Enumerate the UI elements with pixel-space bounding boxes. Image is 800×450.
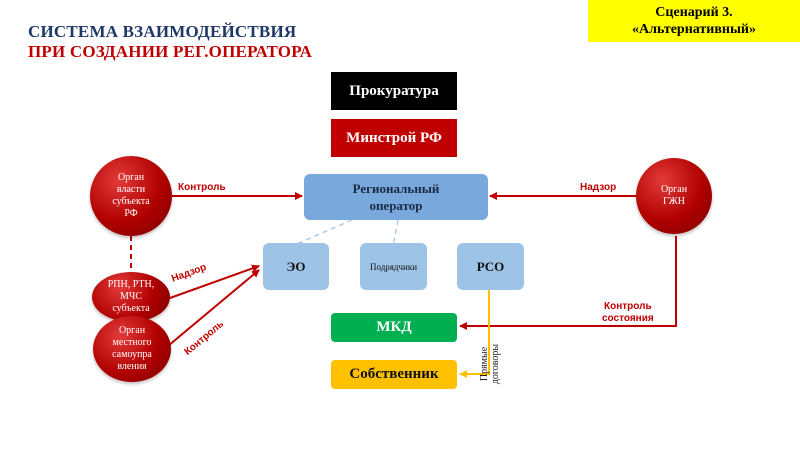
organ-gzhn-line1: Орган bbox=[660, 184, 688, 195]
organ-msu-line1: Орган bbox=[118, 325, 146, 336]
label-kontrol-sostoyaniya-line1: Контроль bbox=[604, 301, 652, 312]
organ-gzhn-line2: ГЖН bbox=[663, 196, 685, 207]
rso-box: РСО bbox=[457, 243, 524, 290]
organ-vlasti-circle: Орган власти субъекта РФ bbox=[90, 156, 172, 236]
eo-box: ЭО bbox=[263, 243, 329, 290]
organ-vlasti-line1: Орган bbox=[117, 172, 145, 183]
podryadchiki-box: Подрядчики bbox=[360, 243, 427, 290]
arrow-kontrol-to-eo bbox=[167, 269, 260, 347]
organ-gzhn-circle: Орган ГЖН bbox=[636, 158, 712, 234]
organ-msu-line4: вления bbox=[117, 361, 147, 372]
organ-vlasti-line4: РФ bbox=[124, 208, 138, 219]
arrow-kontrol-sostoyaniya bbox=[459, 236, 677, 330]
label-nadzor-top: Надзор bbox=[580, 182, 617, 193]
organ-vlasti-line3: субъекта bbox=[112, 196, 150, 207]
dashed-link-operator-podryadchiki bbox=[392, 219, 399, 247]
organ-vlasti-line2: власти bbox=[116, 184, 146, 195]
rpn-line3: субъекта bbox=[112, 303, 150, 314]
organ-msu-line3: самоупра bbox=[112, 349, 152, 360]
organ-msu-circle: Орган местного самоупра вления bbox=[93, 316, 171, 382]
dashed-link-operator-eo bbox=[291, 219, 353, 247]
scenario-badge: Сценарий 3. «Альтернативный» bbox=[588, 0, 800, 42]
organ-msu-line2: местного bbox=[112, 337, 152, 348]
label-kontrol-top: Контроль bbox=[178, 182, 226, 193]
prokuratura-box: Прокуратура bbox=[331, 72, 457, 110]
minstroy-box: Минстрой РФ bbox=[331, 119, 457, 157]
regional-operator-line2: оператор bbox=[369, 198, 423, 213]
label-pryamye-line2: договоры bbox=[490, 343, 502, 385]
arrow-pryamye-dogovory bbox=[459, 290, 490, 378]
label-pryamye-dogovory: Прямые договоры bbox=[479, 344, 501, 384]
label-kontrol-sostoyaniya: Контроль состояния bbox=[602, 301, 654, 325]
rpn-line1: РПН, РТН, bbox=[107, 279, 155, 290]
regional-operator-box: Региональный оператор bbox=[304, 174, 488, 220]
diagram-title-line2: ПРИ СОЗДАНИИ РЕГ.ОПЕРАТОРА bbox=[28, 42, 313, 61]
scenario-line2: «Альтернативный» bbox=[632, 22, 756, 37]
label-kontrol-sostoyaniya-line2: состояния bbox=[602, 313, 654, 324]
rpn-line2: МЧС bbox=[119, 291, 143, 302]
sobstvennik-box: Собственник bbox=[331, 360, 457, 389]
regional-operator-line1: Региональный bbox=[352, 181, 440, 196]
label-pryamye-line1: Прямые bbox=[479, 346, 491, 382]
scenario-line1: Сценарий 3. bbox=[655, 5, 733, 20]
arrow-nadzor-to-eo bbox=[169, 264, 260, 299]
mkd-box: МКД bbox=[331, 313, 457, 342]
diagram-title-line1: СИСТЕМА ВЗАИМОДЕЙСТВИЯ bbox=[28, 22, 297, 41]
rpn-circle: РПН, РТН, МЧС субъекта bbox=[92, 272, 170, 322]
